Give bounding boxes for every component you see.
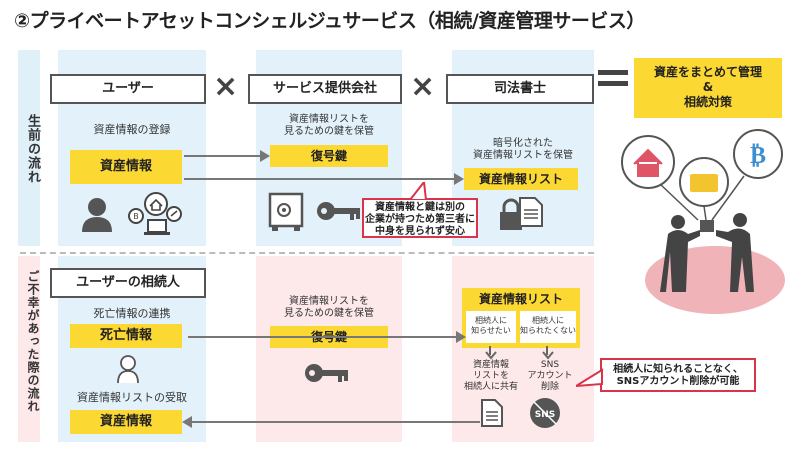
arrow-user-to-provider bbox=[184, 155, 262, 157]
option-notify-heir: 相続人に 知らせたい bbox=[466, 311, 516, 343]
arrow-death-to-scrivener bbox=[188, 336, 458, 338]
callout-pointer-bottom bbox=[576, 368, 603, 387]
arrowhead-4 bbox=[182, 416, 192, 428]
asset-devices-icon: B bbox=[124, 190, 184, 238]
sns-callout: 相続人に知られることなく、 SNSアカウント削除が可能 bbox=[600, 358, 756, 392]
share-list-text: 資産情報 リストを 相続人に共有 bbox=[463, 360, 518, 392]
callout-pointer-top bbox=[408, 182, 428, 200]
provider-key-caption-bottom: 資産情報リストを 見るための鍵を保管 bbox=[284, 296, 374, 319]
arrow-down-delete bbox=[542, 346, 554, 360]
arrowhead-3 bbox=[456, 331, 466, 343]
receive-asset-box: 資産情報 bbox=[70, 410, 182, 434]
scrivener-column-bg-bottom bbox=[452, 256, 594, 442]
key-icon-top bbox=[316, 198, 362, 224]
option-hide-from-heir: 相続人に 知られたくない bbox=[520, 311, 576, 343]
security-callout: 資産情報と鍵は別の 企業が持つため第三者に 中身を見られず安心 bbox=[362, 198, 478, 238]
svg-text:₿: ₿ bbox=[750, 141, 766, 169]
provider-key-caption: 資産情報リストを 見るための鍵を保管 bbox=[284, 114, 374, 137]
asset-inheritance-illustration: ₿ bbox=[620, 122, 790, 322]
side-label-after-death: ご不幸があった際の流れ bbox=[26, 270, 40, 413]
key-icon-bottom bbox=[304, 360, 350, 386]
cross-symbol-2: × bbox=[410, 69, 436, 104]
document-icon-top bbox=[518, 196, 544, 228]
safe-icon bbox=[268, 192, 304, 232]
scrivener-list-caption: 暗号化された 資産情報リストを保管 bbox=[473, 138, 573, 161]
result-box: 資産をまとめて管理 & 相続対策 bbox=[634, 58, 782, 118]
death-info-box: 死亡情報 bbox=[70, 324, 182, 348]
provider-column-bg-bottom bbox=[256, 256, 402, 442]
svg-text:B: B bbox=[133, 212, 139, 221]
cross-symbol-1: × bbox=[213, 69, 239, 104]
user-register-caption: 資産情報の登録 bbox=[93, 123, 171, 136]
arrow-down-share bbox=[485, 346, 497, 360]
asset-info-box: 資産情報 bbox=[70, 150, 182, 184]
result-line-1: 資産をまとめて管理 bbox=[653, 65, 762, 79]
side-bar-after-death: ご不幸があった際の流れ bbox=[18, 256, 40, 442]
document-icon-bottom bbox=[480, 398, 504, 428]
equals-symbol bbox=[598, 70, 628, 92]
death-info-caption: 死亡情報の連携 bbox=[93, 307, 171, 320]
header-scrivener: 司法書士 bbox=[446, 74, 594, 104]
svg-text:SNS: SNS bbox=[535, 410, 556, 420]
section-divider bbox=[20, 252, 594, 254]
side-bar-lifetime: 生前の流れ bbox=[18, 50, 40, 246]
result-line-3: 相続対策 bbox=[683, 95, 732, 109]
header-heir: ユーザーの相続人 bbox=[50, 268, 206, 298]
arrow-user-to-scrivener bbox=[184, 178, 456, 180]
lock-icon bbox=[498, 198, 524, 232]
decryption-key-box: 復号鍵 bbox=[270, 145, 388, 167]
sns-prohibited-icon: SNS bbox=[528, 396, 562, 430]
result-line-2: & bbox=[702, 80, 714, 94]
header-provider: サービス提供会社 bbox=[248, 74, 402, 104]
arrowhead-2 bbox=[454, 173, 464, 185]
arrowhead-1 bbox=[260, 150, 270, 162]
header-user: ユーザー bbox=[50, 74, 206, 104]
user-person-icon bbox=[80, 196, 114, 232]
sns-delete-text: SNS アカウント 削除 bbox=[527, 360, 573, 392]
side-label-lifetime: 生前の流れ bbox=[25, 114, 40, 184]
receive-list-caption: 資産情報リストの受取 bbox=[77, 391, 187, 404]
page-title: ②プライベートアセットコンシェルジュサービス（相続/資産管理サービス） bbox=[14, 10, 645, 32]
asset-list-box-top: 資産情報リスト bbox=[464, 168, 578, 190]
heir-person-icon bbox=[116, 354, 140, 384]
arrow-scrivener-to-heir bbox=[190, 421, 480, 423]
